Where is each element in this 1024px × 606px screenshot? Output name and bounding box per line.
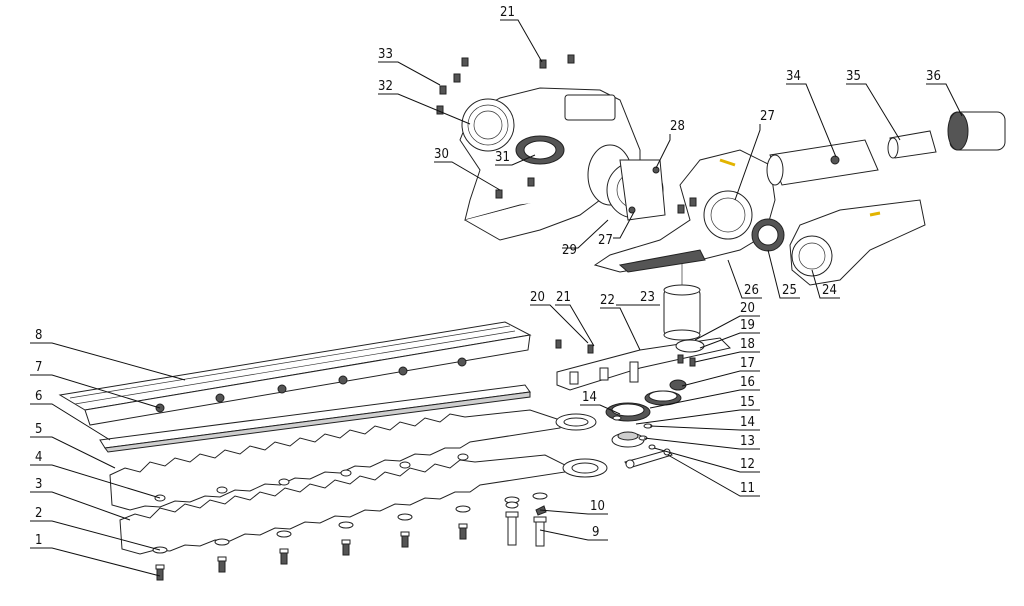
callout-31: 31 (495, 150, 510, 165)
callout-24: 24 (822, 283, 837, 298)
motor-mount-28-29 (587, 144, 666, 221)
screws-1 (155, 523, 468, 581)
blade-guide-6 (99, 384, 531, 453)
callout-33: 33 (378, 47, 393, 62)
callout-8: 8 (35, 328, 42, 343)
callout-26: 26 (744, 283, 759, 298)
spacers-4 (154, 453, 469, 502)
callout-28: 28 (670, 119, 685, 134)
callout-20-right: 20 (740, 301, 755, 316)
callout-1: 1 (35, 533, 42, 548)
callout-35: 35 (846, 69, 861, 84)
gear-17 (644, 379, 687, 406)
callout-9: 9 (592, 525, 599, 540)
right-housing-26 (593, 149, 776, 273)
callout-22: 22 (600, 293, 615, 308)
callout-27-lower: 27 (598, 233, 613, 248)
leader-lines (30, 19, 963, 577)
gear-31 (515, 135, 565, 165)
callout-30: 30 (434, 147, 449, 162)
callout-19: 19 (740, 318, 755, 333)
callout-21-upper: 21 (500, 5, 515, 20)
callout-27-upper: 27 (760, 109, 775, 124)
coupling-35 (887, 130, 937, 159)
callout-2: 2 (35, 506, 42, 521)
callout-4: 4 (35, 450, 42, 465)
callout-20-left: 20 (530, 290, 545, 305)
tube-34 (766, 139, 879, 186)
callout-15: 15 (740, 395, 755, 410)
callout-36: 36 (926, 69, 941, 84)
callout-23: 23 (640, 290, 655, 305)
cap-25 (751, 218, 785, 252)
handle-head-24 (789, 199, 926, 286)
callout-5: 5 (35, 422, 42, 437)
callout-18: 18 (740, 337, 755, 352)
callout-7: 7 (35, 360, 42, 375)
callout-16: 16 (740, 375, 755, 390)
blade-cover-8 (58, 321, 532, 426)
callout-29: 29 (562, 243, 577, 258)
callout-14-upper: 14 (582, 390, 597, 405)
callout-3: 3 (35, 477, 42, 492)
callout-labels: 1 2 3 4 5 6 7 8 9 10 11 12 13 14 14 15 1… (35, 5, 941, 548)
gear-plate-22 (556, 337, 731, 391)
upper-blade-5 (109, 409, 597, 511)
motor-23 (663, 260, 701, 341)
callout-11: 11 (740, 481, 755, 496)
small-washers (612, 415, 656, 450)
callout-32: 32 (378, 79, 393, 94)
callout-34: 34 (786, 69, 801, 84)
fasteners-33 (436, 54, 697, 367)
knob-36 (947, 111, 1006, 151)
callout-6: 6 (35, 389, 42, 404)
connecting-rod-11 (624, 448, 673, 469)
callout-21-lower: 21 (556, 290, 571, 305)
callout-17: 17 (740, 356, 755, 371)
callout-10: 10 (590, 499, 605, 514)
callout-13: 13 (740, 434, 755, 449)
callout-12: 12 (740, 457, 755, 472)
callout-14-lower: 14 (740, 415, 755, 430)
callout-25: 25 (782, 283, 797, 298)
lower-blade-3 (119, 454, 608, 555)
washers-2 (152, 492, 548, 554)
cam-13 (611, 431, 645, 448)
bolts-9 (505, 501, 547, 547)
